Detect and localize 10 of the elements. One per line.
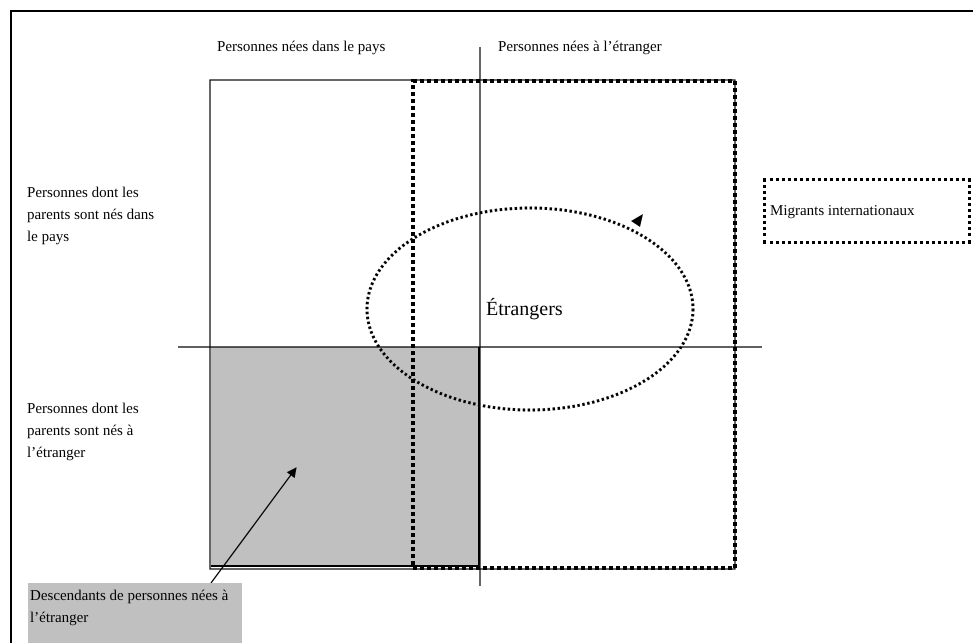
dotted-ellipse bbox=[366, 206, 694, 412]
callout-box: Descendants de personnes nées à l’étranger bbox=[28, 583, 242, 643]
row-header: Personnes dont les parents sont nés à l’étranger bbox=[27, 400, 140, 463]
leader-arrow bbox=[210, 467, 297, 584]
set-label: Étrangers bbox=[486, 296, 563, 322]
legend-box: Migrants internationaux bbox=[763, 178, 971, 244]
column-header: Personnes nées à l’étranger bbox=[498, 38, 663, 57]
column-header: Personnes nées dans le pays bbox=[217, 38, 386, 57]
row-header: Personnes dont les parents sont nés dans le pays bbox=[27, 184, 155, 247]
shaded-region bbox=[211, 347, 480, 567]
